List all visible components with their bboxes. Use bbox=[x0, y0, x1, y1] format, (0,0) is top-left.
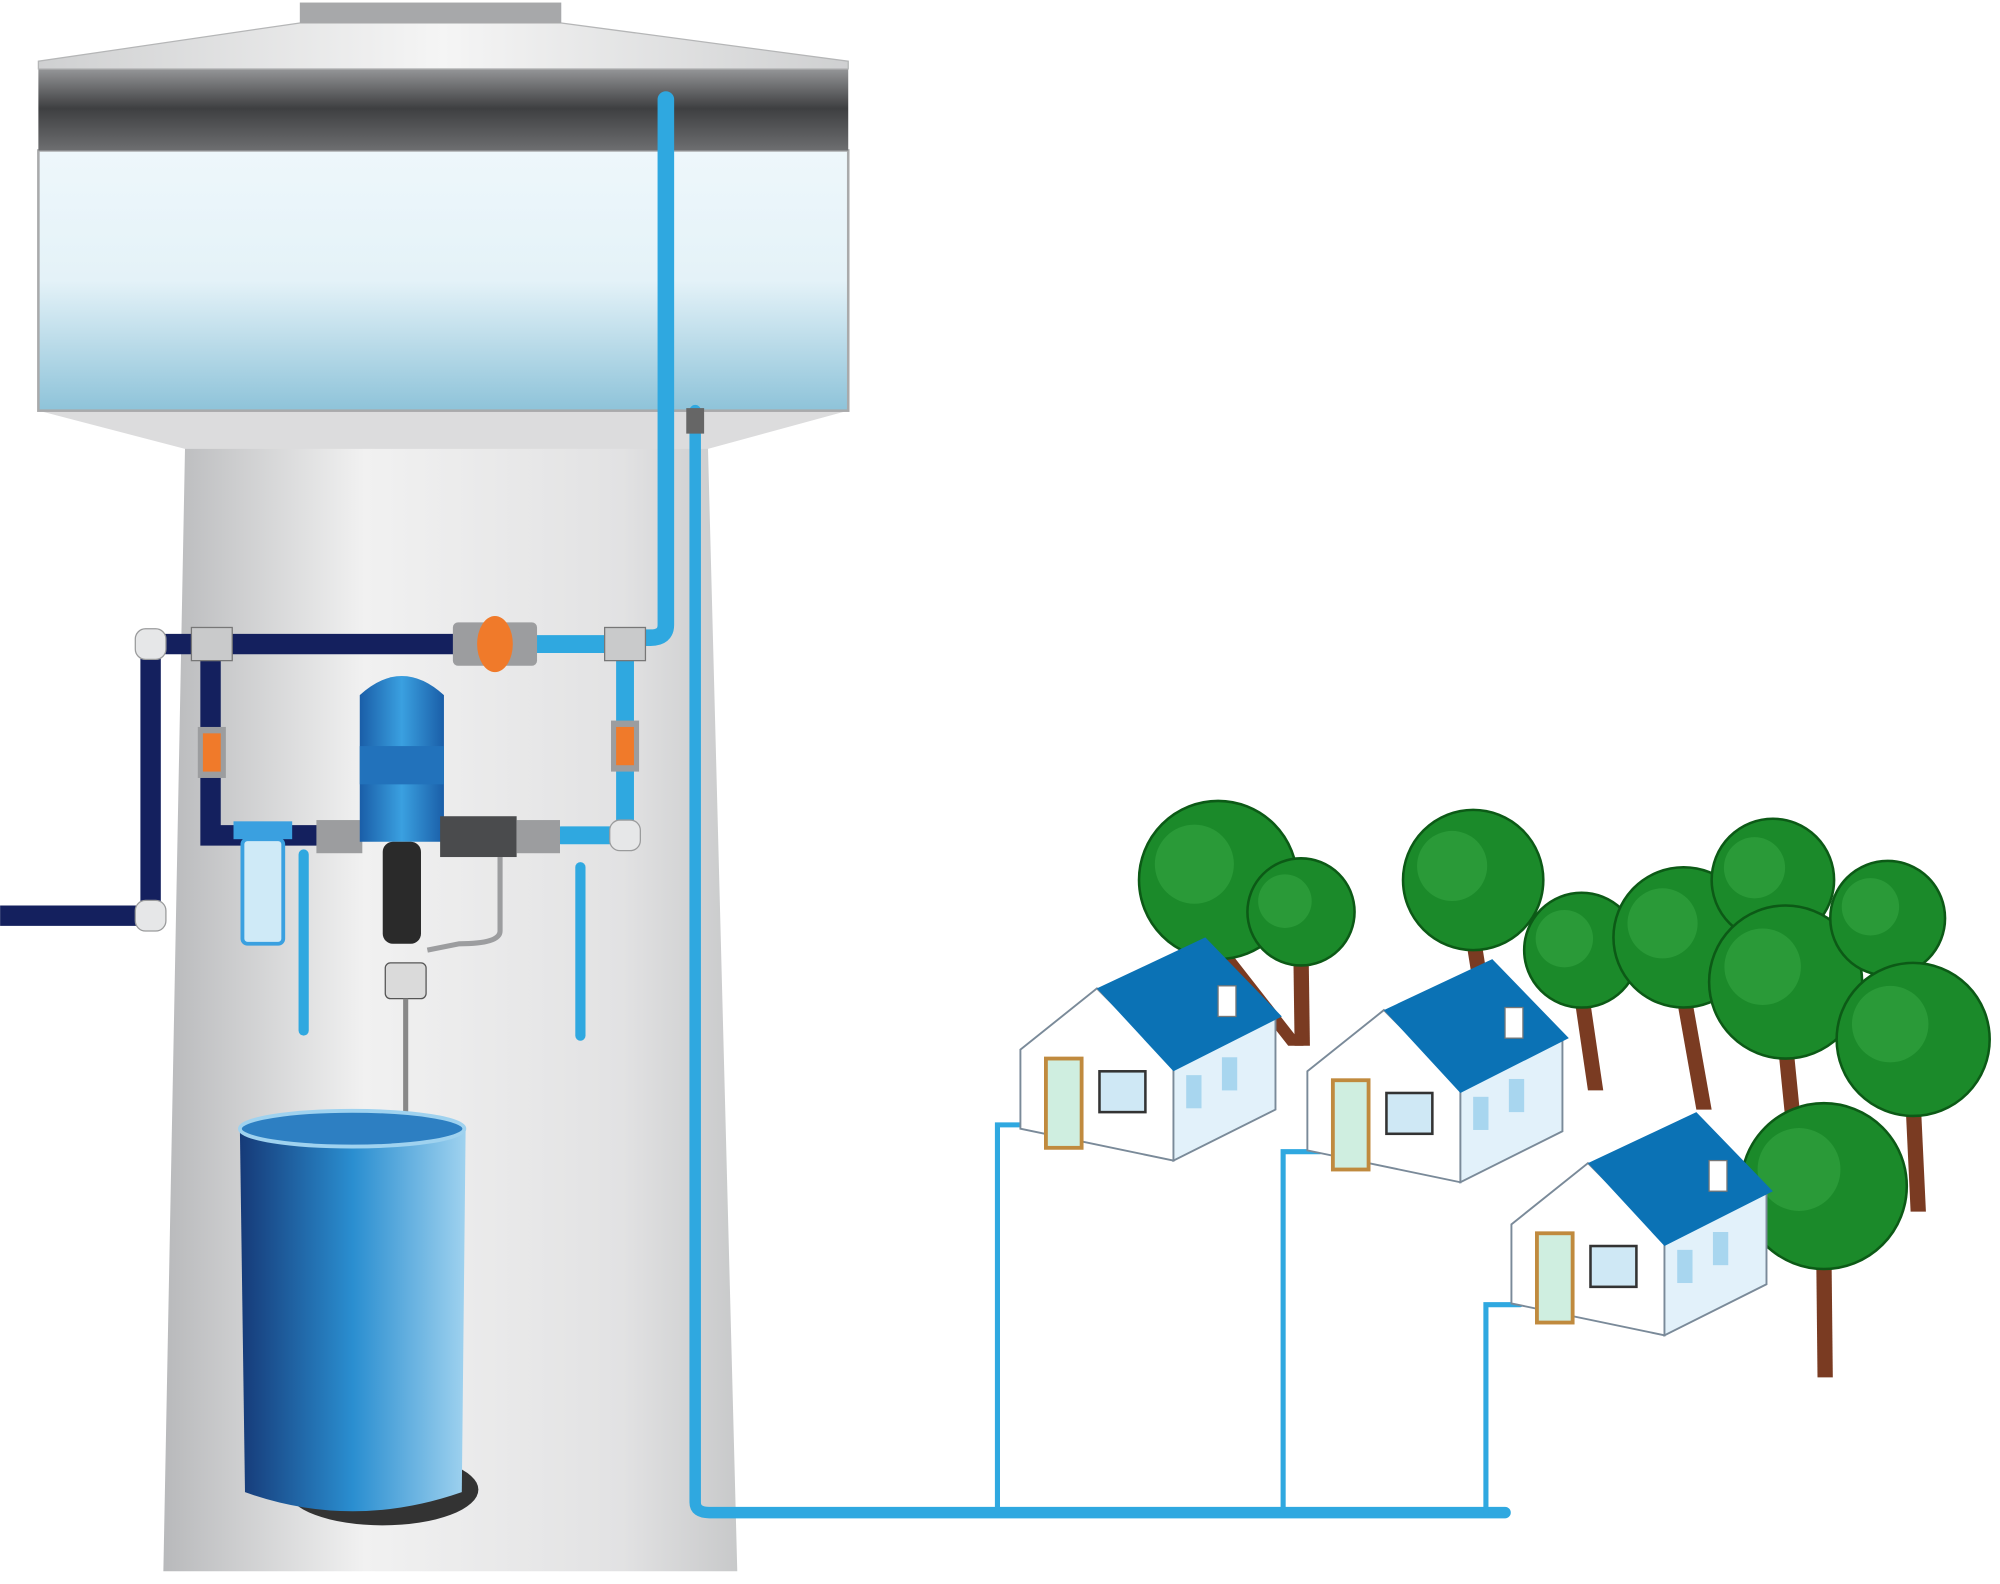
valve-handle-icon bbox=[477, 616, 513, 673]
tank-roof bbox=[37, 22, 849, 70]
trees bbox=[1137, 799, 1991, 1378]
house-roof bbox=[1383, 959, 1569, 1093]
tree bbox=[1707, 904, 1864, 1123]
tree-highlight bbox=[1724, 928, 1801, 1005]
right-valve bbox=[611, 720, 640, 772]
house-window bbox=[1098, 1070, 1147, 1114]
pipe-elbows bbox=[134, 628, 641, 932]
supply-pipes bbox=[298, 91, 1523, 1519]
union-right bbox=[604, 626, 647, 662]
house-door bbox=[1330, 1078, 1371, 1172]
tank-water bbox=[37, 149, 850, 412]
tree-highlight bbox=[1627, 888, 1698, 959]
union-left bbox=[190, 626, 233, 662]
tree-highlight bbox=[1417, 830, 1488, 902]
tank-inlet-pipe bbox=[604, 91, 675, 646]
roof-hatch bbox=[299, 2, 562, 23]
main-inlet bbox=[0, 633, 460, 926]
tank-band bbox=[38, 66, 849, 151]
tree bbox=[1246, 857, 1356, 1046]
filter-branch bbox=[200, 644, 358, 846]
tree bbox=[1401, 808, 1545, 970]
water-filter bbox=[233, 821, 293, 946]
tower-lip bbox=[38, 410, 849, 449]
tree-trunk bbox=[1816, 1256, 1833, 1378]
tank-outlet-pipe bbox=[689, 404, 1511, 1519]
tree-highlight bbox=[1851, 985, 1929, 1063]
tree-trunk bbox=[1905, 1103, 1926, 1212]
house-branch-2 bbox=[1280, 1149, 1323, 1516]
tree-highlight bbox=[1154, 824, 1234, 904]
house-branch-1 bbox=[994, 1122, 1036, 1516]
tree-highlight bbox=[1535, 909, 1594, 968]
house-roof bbox=[1096, 937, 1282, 1072]
houses bbox=[1019, 937, 1773, 1337]
house bbox=[1306, 959, 1569, 1184]
dosing-pump bbox=[316, 675, 560, 1116]
tree bbox=[1522, 891, 1641, 1091]
side-window bbox=[1677, 1249, 1693, 1284]
tree-trunk bbox=[1573, 994, 1604, 1091]
tree bbox=[1835, 961, 1991, 1212]
valves bbox=[190, 616, 647, 778]
house-door bbox=[1044, 1056, 1084, 1150]
chimney bbox=[1217, 985, 1237, 1018]
main-valve bbox=[452, 616, 538, 673]
outlet-fitting bbox=[686, 408, 705, 434]
house-door bbox=[1535, 1231, 1575, 1325]
tree-trunk bbox=[1675, 994, 1712, 1110]
inlet-pipe bbox=[0, 633, 460, 926]
left-valve bbox=[197, 726, 226, 778]
tree bbox=[1739, 1101, 1909, 1378]
chimney bbox=[1504, 1006, 1524, 1039]
house-branch-3 bbox=[1483, 1302, 1523, 1516]
chimney bbox=[1708, 1159, 1728, 1192]
house-window bbox=[1385, 1091, 1434, 1136]
side-window bbox=[1186, 1075, 1202, 1109]
house-roof bbox=[1587, 1112, 1773, 1247]
tree-highlight bbox=[1841, 878, 1900, 936]
house bbox=[1019, 937, 1282, 1163]
tree-highlight bbox=[1757, 1128, 1841, 1211]
chemical-barrel bbox=[237, 1108, 479, 1526]
side-window bbox=[1508, 1078, 1525, 1113]
house-window bbox=[1589, 1244, 1638, 1289]
tree-trunk bbox=[1293, 952, 1310, 1046]
house bbox=[1510, 1112, 1773, 1337]
tree-highlight bbox=[1723, 837, 1786, 899]
side-window bbox=[1473, 1096, 1489, 1130]
tree-highlight bbox=[1258, 874, 1312, 928]
side-window bbox=[1712, 1232, 1729, 1266]
side-window bbox=[1221, 1057, 1238, 1091]
suction-hose bbox=[426, 857, 503, 953]
